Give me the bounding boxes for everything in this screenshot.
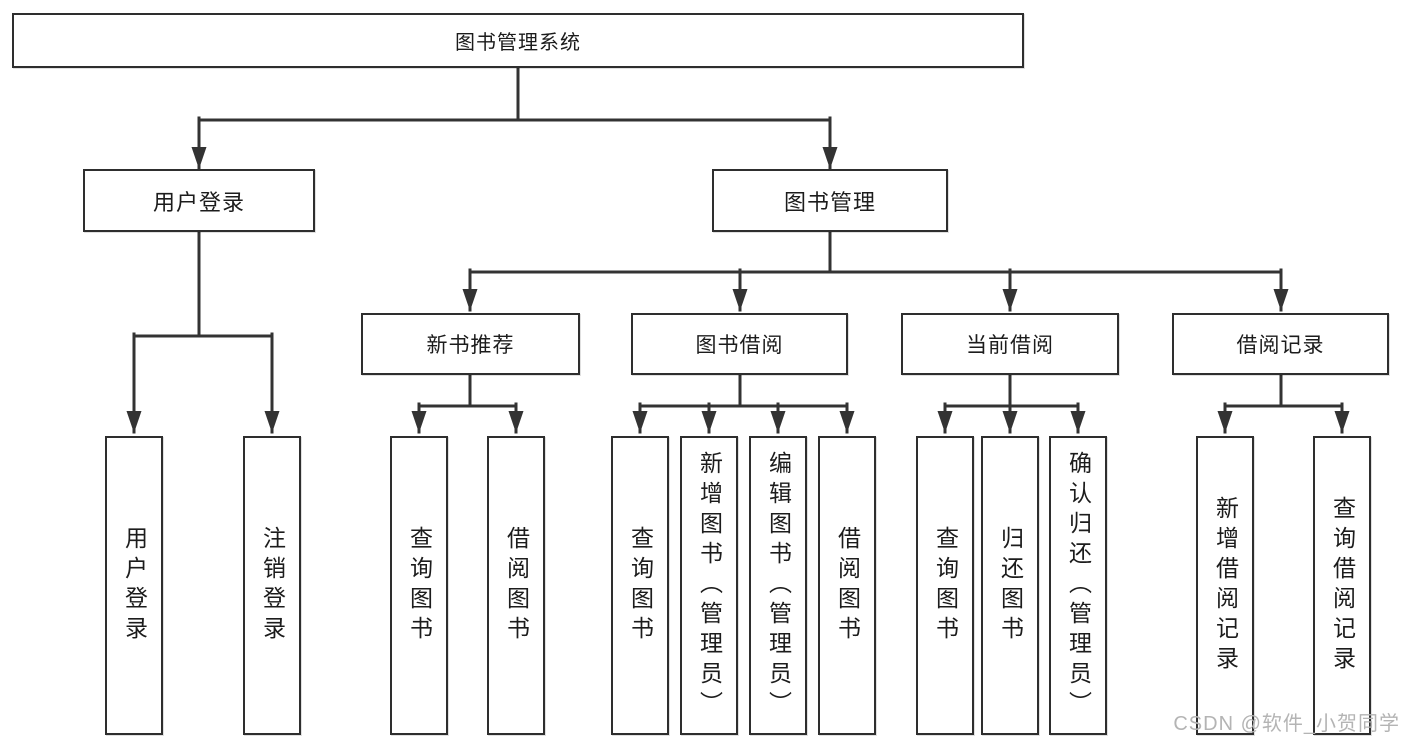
leaf-logout-login: 注销登录 bbox=[243, 436, 301, 735]
node-label: 用户登录 bbox=[121, 525, 148, 646]
leaf-query-borrow-record: 查询借阅记录 bbox=[1313, 436, 1371, 735]
leaf-return-books: 归还图书 bbox=[981, 436, 1039, 735]
node-label: 借阅记录 bbox=[1236, 334, 1325, 357]
leaf-borrow-books: 借阅图书 bbox=[818, 436, 876, 735]
node-label: 用户登录 bbox=[152, 189, 245, 215]
node-label: 新增图书（管理员） bbox=[696, 450, 723, 721]
leaf-query-books-borrowing: 查询图书 bbox=[611, 436, 669, 735]
leaf-query-books-current: 查询图书 bbox=[916, 436, 974, 735]
leaf-borrow-books-recommend: 借阅图书 bbox=[487, 436, 545, 735]
node-user-login: 用户登录 bbox=[83, 169, 315, 232]
node-label: 归还图书 bbox=[997, 525, 1024, 646]
node-label: 编辑图书（管理员） bbox=[765, 450, 792, 721]
node-book-borrowing: 图书借阅 bbox=[631, 313, 848, 375]
node-library-management-system: 图书管理系统 bbox=[12, 13, 1024, 68]
node-label: 确认归还（管理员） bbox=[1065, 450, 1092, 721]
csdn-watermark: CSDN @软件_小贺同学 bbox=[1173, 713, 1400, 735]
node-borrowing-records: 借阅记录 bbox=[1172, 313, 1389, 375]
node-label: 当前借阅 bbox=[966, 334, 1054, 357]
node-book-management: 图书管理 bbox=[712, 169, 948, 232]
leaf-edit-books-admin: 编辑图书（管理员） bbox=[749, 436, 807, 735]
leaf-add-books-admin: 新增图书（管理员） bbox=[680, 436, 738, 735]
node-label: 借阅图书 bbox=[503, 525, 530, 646]
node-label: 新书推荐 bbox=[426, 334, 515, 357]
leaf-confirm-return-admin: 确认归还（管理员） bbox=[1049, 436, 1107, 735]
node-label: 查询图书 bbox=[406, 525, 433, 646]
node-label: 查询借阅记录 bbox=[1329, 495, 1356, 676]
leaf-add-borrow-record: 新增借阅记录 bbox=[1196, 436, 1254, 735]
node-label: 查询图书 bbox=[932, 525, 959, 646]
node-label: 借阅图书 bbox=[834, 525, 861, 646]
node-label: 注销登录 bbox=[259, 525, 286, 646]
leaf-user-login: 用户登录 bbox=[105, 436, 163, 735]
node-label: 查询图书 bbox=[627, 525, 654, 646]
node-label: 图书管理系统 bbox=[455, 32, 581, 54]
node-current-borrowing: 当前借阅 bbox=[901, 313, 1119, 375]
node-label: 新增借阅记录 bbox=[1212, 495, 1239, 676]
leaf-query-books-recommend: 查询图书 bbox=[390, 436, 448, 735]
node-label: 图书管理 bbox=[783, 189, 876, 215]
node-label: 图书借阅 bbox=[695, 334, 784, 357]
node-new-book-recommend: 新书推荐 bbox=[361, 313, 580, 375]
